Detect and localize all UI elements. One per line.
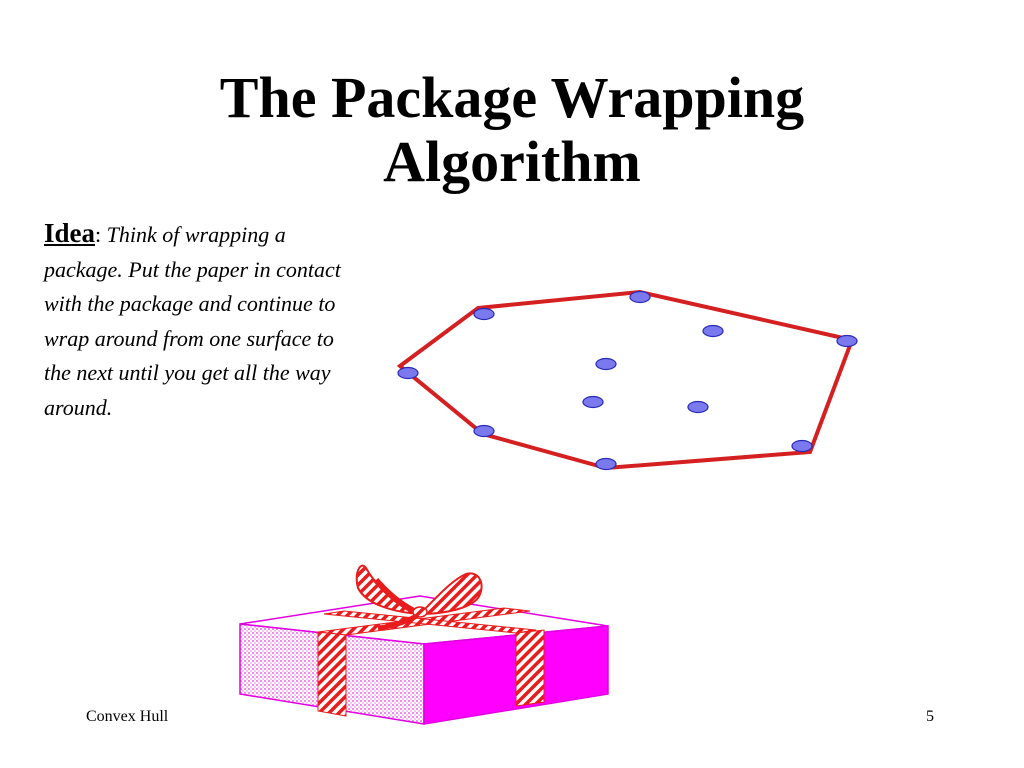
point-interior <box>687 400 709 414</box>
bow-right-loop <box>417 572 483 616</box>
point-interior <box>702 324 724 338</box>
point-hull <box>791 439 813 453</box>
page-number: 5 <box>926 708 934 725</box>
idea-text: Think of wrapping a package. Put the pap… <box>44 222 341 420</box>
idea-paragraph: Idea: Think of wrapping a package. Put t… <box>44 216 344 425</box>
point-interior <box>595 357 617 371</box>
point-interior <box>582 395 604 409</box>
bow-knot <box>412 606 428 618</box>
hull-points <box>397 290 858 471</box>
point-hull <box>595 457 617 471</box>
idea-colon: : <box>95 222 102 247</box>
ribbon-left-face <box>317 631 347 717</box>
ribbon-right-face <box>515 629 545 707</box>
title-line-2: Algorithm <box>383 129 641 194</box>
point-hull <box>473 307 495 321</box>
slide-title: The Package Wrapping Algorithm <box>0 66 1024 194</box>
point-hull <box>836 334 858 348</box>
point-hull <box>397 366 419 380</box>
title-line-1: The Package Wrapping <box>219 65 805 130</box>
point-hull <box>473 424 495 438</box>
idea-label: Idea <box>44 218 96 248</box>
footer-title: Convex Hull <box>86 708 169 725</box>
point-hull <box>629 290 651 304</box>
ribbon-top-band-2 <box>323 610 537 634</box>
